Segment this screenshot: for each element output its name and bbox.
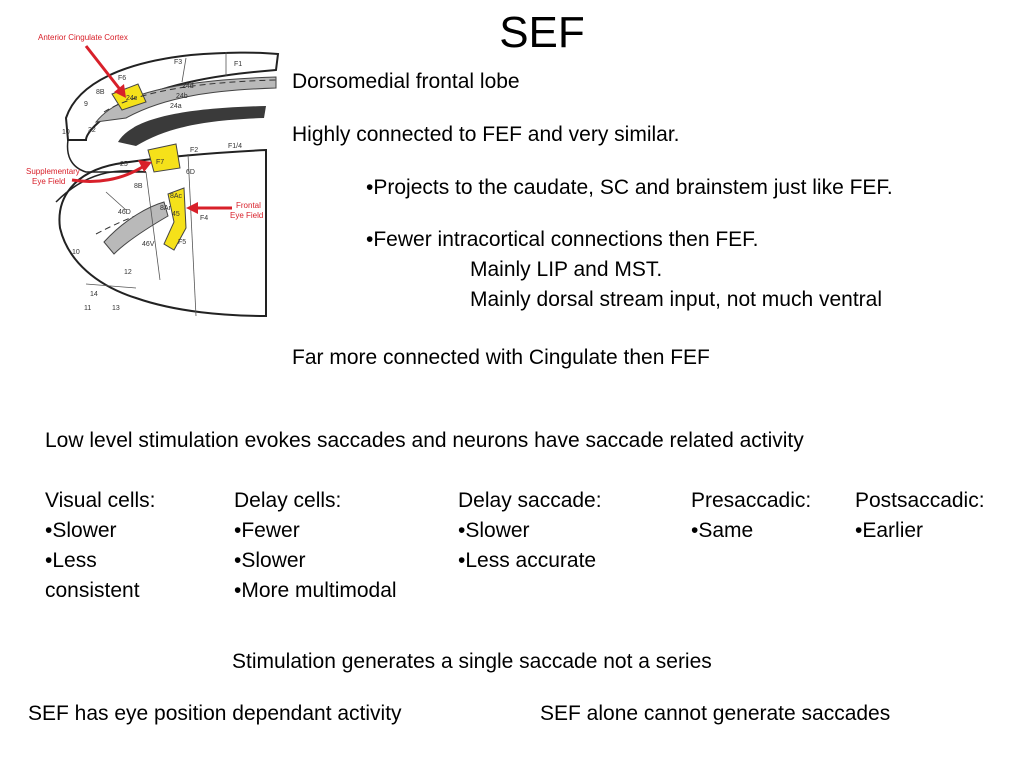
area-label: F2 bbox=[190, 147, 198, 154]
fef-arrow-head bbox=[186, 202, 198, 214]
list-item: •Same bbox=[691, 519, 754, 542]
slide-title: SEF bbox=[499, 8, 585, 57]
column-presaccadic: Presaccadic: •Same bbox=[691, 486, 811, 546]
acc-label: Anterior Cingulate Cortex bbox=[38, 33, 128, 42]
list-item: •More multimodal bbox=[234, 579, 397, 602]
area-fef-highlight bbox=[163, 187, 187, 251]
intro-bullet-2: •Fewer intracortical connections then FE… bbox=[366, 228, 759, 251]
column-delay-saccade: Delay saccade: •Slower •Less accurate bbox=[458, 486, 602, 576]
area-label: 12 bbox=[124, 269, 132, 276]
area-label: 24d bbox=[182, 83, 194, 90]
acc-arrow-head bbox=[114, 84, 126, 98]
area-label: F7 bbox=[156, 159, 164, 166]
area-label: 46D bbox=[118, 209, 131, 216]
list-item: •Less accurate bbox=[458, 549, 597, 572]
area-label: F1 bbox=[234, 61, 242, 68]
area-label: 24c bbox=[126, 95, 138, 102]
area-label: 8B bbox=[96, 89, 105, 96]
area-24c-highlight bbox=[111, 83, 147, 111]
area-label: 10 bbox=[72, 249, 80, 256]
area-label: 8Ar bbox=[160, 205, 172, 212]
cannot-generate-line: SEF alone cannot generate saccades bbox=[540, 702, 891, 725]
intro-bullet-1: •Projects to the caudate, SC and brainst… bbox=[366, 176, 893, 199]
area-label: 11 bbox=[84, 305, 91, 312]
area-label: 45 bbox=[172, 211, 180, 218]
intro-sub-2: Mainly dorsal stream input, not much ven… bbox=[470, 288, 883, 311]
single-saccade-line: Stimulation generates a single saccade n… bbox=[232, 650, 712, 673]
area-f7-highlight bbox=[147, 143, 181, 173]
list-item: •Slower bbox=[458, 519, 530, 542]
list-item: •Fewer bbox=[234, 519, 300, 542]
boundary bbox=[145, 171, 161, 281]
cingulate-sulcus bbox=[103, 79, 277, 113]
area-label: 13 bbox=[112, 305, 120, 312]
list-item: •Earlier bbox=[855, 519, 924, 542]
area-label: 24a bbox=[170, 103, 182, 110]
intro-line-3: Far more connected with Cingulate then F… bbox=[292, 346, 710, 369]
area-label: F6 bbox=[118, 75, 126, 82]
intro-sub-1: Mainly LIP and MST. bbox=[470, 258, 663, 281]
area-label: F3 bbox=[174, 59, 182, 66]
sef-arrow bbox=[71, 164, 145, 183]
intro-line-1: Dorsomedial frontal lobe bbox=[292, 70, 520, 93]
list-item: •Less bbox=[45, 549, 97, 572]
column-delay-cells: Delay cells: •Fewer •Slower •More multim… bbox=[234, 486, 397, 606]
arcuate-gray bbox=[103, 201, 169, 255]
lateral-outline bbox=[58, 148, 267, 318]
sef-label-line1: Supplementary bbox=[26, 167, 80, 176]
area-label: 25 bbox=[120, 161, 128, 168]
column-header: Delay cells: bbox=[234, 489, 342, 512]
list-item: consistent bbox=[45, 579, 140, 602]
area-label: F4 bbox=[200, 215, 208, 222]
area-label: 10 bbox=[62, 129, 70, 136]
boundary bbox=[105, 191, 127, 211]
eye-position-line: SEF has eye position dependant activity bbox=[28, 702, 402, 725]
sef-label-line2: Eye Field bbox=[32, 177, 65, 186]
column-header: Delay saccade: bbox=[458, 489, 602, 512]
area-label: F5 bbox=[178, 239, 186, 246]
area-label: 9 bbox=[84, 101, 88, 108]
fef-label-line1: Frontal bbox=[236, 201, 261, 210]
acc-arrow bbox=[84, 45, 124, 93]
boundary bbox=[85, 283, 137, 289]
area-label: 8Ac bbox=[170, 193, 183, 200]
column-postsaccadic: Postsaccadic: •Earlier bbox=[855, 486, 985, 546]
area-label: 14 bbox=[90, 291, 98, 298]
area-label: 8B bbox=[134, 183, 143, 190]
area-label: 24b bbox=[176, 93, 188, 100]
column-header: Postsaccadic: bbox=[855, 489, 985, 512]
sef-brain-diagram: F3 F1 F6 24d 24b 24a 24c 8B 9 32 10 F2 F… bbox=[26, 33, 280, 318]
area-label: 6D bbox=[186, 169, 195, 176]
column-header: Presaccadic: bbox=[691, 489, 812, 512]
intro-line-2: Highly connected to FEF and very similar… bbox=[292, 123, 680, 146]
area-label: F1/4 bbox=[228, 143, 242, 150]
column-header: Visual cells: bbox=[45, 489, 156, 512]
area-label: 46V bbox=[142, 241, 155, 248]
area-label: 32 bbox=[88, 127, 96, 134]
list-item: •Slower bbox=[234, 549, 306, 572]
corpus-callosum bbox=[118, 106, 266, 146]
boundary bbox=[187, 153, 197, 317]
column-visual-cells: Visual cells: •Slower •Less consistent bbox=[45, 486, 156, 606]
fef-label-line2: Eye Field bbox=[230, 211, 263, 220]
boundary bbox=[181, 57, 187, 83]
stimulation-line: Low level stimulation evokes saccades an… bbox=[45, 429, 804, 452]
sef-arrow-head bbox=[138, 160, 152, 172]
medial-lower-contour bbox=[66, 139, 146, 173]
list-item: •Slower bbox=[45, 519, 117, 542]
